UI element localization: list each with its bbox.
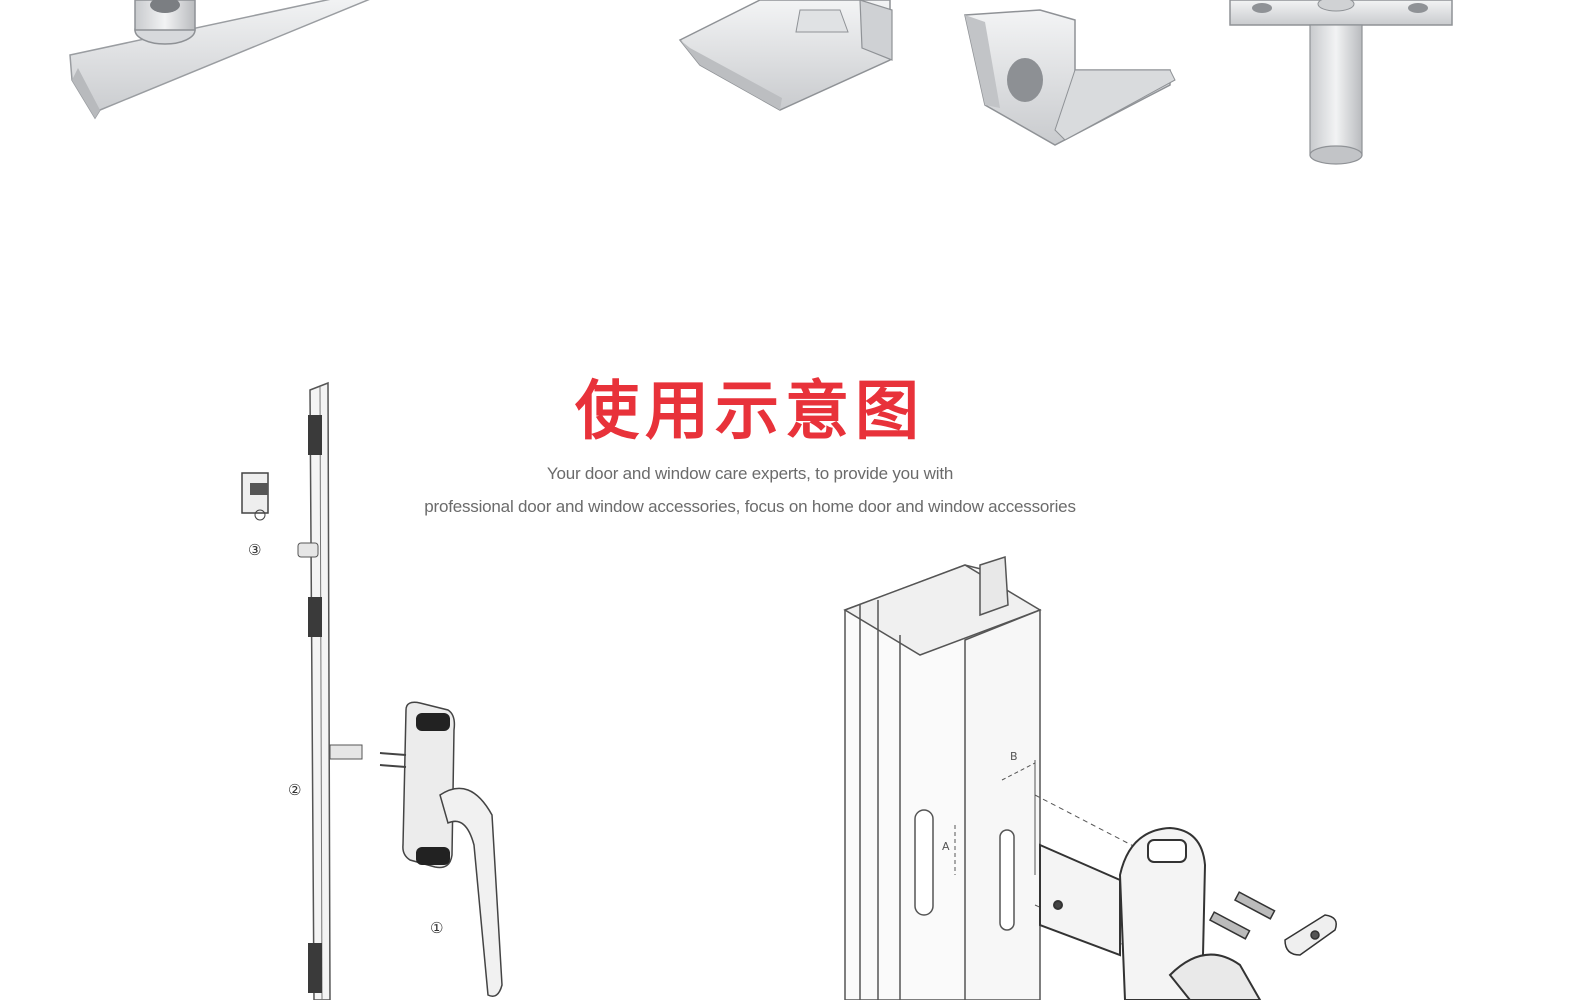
handle-assembly bbox=[1039, 826, 1262, 1000]
dimension-a-label: A bbox=[942, 840, 950, 853]
frame-profile bbox=[843, 555, 1042, 1000]
screws bbox=[1208, 891, 1337, 956]
diagram-subtitle-line1: Your door and window care experts, to pr… bbox=[546, 464, 954, 483]
dimension-b-label: B bbox=[1010, 750, 1018, 763]
stop-block-part bbox=[964, 9, 1176, 146]
usage-diagram-right: B A bbox=[843, 555, 1337, 1000]
espagnolette-bar bbox=[297, 381, 363, 1000]
keeper-clip bbox=[241, 472, 269, 521]
keeper-plate-part bbox=[678, 0, 893, 111]
usage-diagram-left: ③ ② ① bbox=[241, 381, 503, 1000]
diagram-title: 使用示意图 bbox=[575, 375, 925, 449]
diagram-subtitle-line2: professional door and window accessories… bbox=[424, 497, 1076, 516]
callout-3: ③ bbox=[248, 541, 261, 559]
pivot-pin-part bbox=[1229, 0, 1453, 165]
callout-1: ① bbox=[430, 919, 443, 937]
product-photos-strip bbox=[69, 0, 1453, 165]
window-handle bbox=[379, 701, 503, 997]
connector-rod-part bbox=[69, 0, 370, 120]
callout-2: ② bbox=[288, 781, 301, 799]
